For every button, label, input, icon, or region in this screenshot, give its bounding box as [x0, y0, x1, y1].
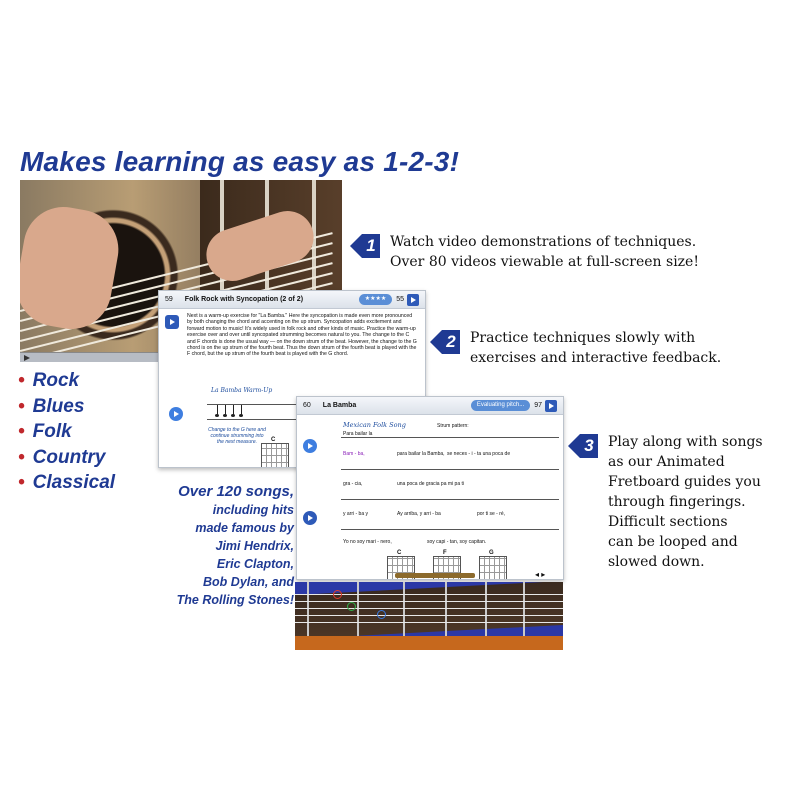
strum-note — [239, 405, 244, 417]
callout-text: Practice techniques slowly with exercise… — [470, 330, 722, 366]
genre-item: •Country — [18, 446, 106, 468]
string — [295, 622, 563, 623]
lyric-line: soy capi - tan, soy capitan. — [427, 539, 487, 545]
change-note: Change to the G here and continue strumm… — [208, 427, 266, 445]
strum-pattern-label: Strum pattern: — [437, 423, 469, 429]
chord-diagram — [261, 443, 289, 467]
lyric-line: Ay arriba, y arri - ba — [397, 511, 441, 517]
genre-item: •Classical — [18, 472, 116, 493]
bullet-icon: • — [18, 421, 25, 442]
callout-text: Play along with songs as our Animated Fr… — [608, 434, 763, 570]
song-page-card[interactable]: 60 La Bamba Evaluating pitch... 97 Mexic… — [296, 396, 564, 580]
staff-line — [341, 529, 559, 530]
prev-next-arrows-icon[interactable]: ◂ ▸ — [535, 570, 546, 579]
lyric-line: por ti se - ré, — [477, 511, 506, 517]
genre-list: •Rock •Blues •Folk •Country •Classical — [18, 368, 115, 496]
counter: 97 — [534, 402, 542, 409]
genre-item: •Folk — [18, 421, 72, 442]
page-number: 60 — [303, 402, 311, 409]
staff-line — [341, 469, 559, 470]
chord-diagram — [479, 556, 507, 579]
strum-note — [223, 405, 228, 417]
song-title: La Bamba — [322, 402, 357, 409]
callout-text: Watch video demonstrations of techniques… — [390, 234, 699, 270]
animated-fretboard — [295, 582, 563, 650]
arrow-icon — [430, 330, 442, 354]
fret-wire — [403, 582, 405, 642]
staff-line — [341, 437, 559, 438]
step-number-badge: 3 — [568, 434, 598, 458]
lyric-line: y arri - ba y — [343, 511, 369, 517]
callout-1: 1 Watch video demonstrations of techniqu… — [350, 232, 699, 272]
chord-name: G — [489, 550, 494, 556]
string — [295, 615, 563, 616]
strum-note — [231, 405, 236, 417]
string — [295, 594, 563, 595]
staff-line — [341, 499, 559, 500]
exercise-title: La Bamba Warm-Up — [211, 387, 273, 394]
step-number-badge: 2 — [430, 330, 460, 354]
step-number-badge: 1 — [350, 234, 380, 258]
lyric-line: para bailar la Bamba, — [397, 451, 445, 457]
bullet-icon: • — [18, 472, 25, 493]
lesson-title: Folk Rock with Syncopation (2 of 2) — [184, 296, 304, 303]
lesson-paragraph: Next is a warm-up exercise for "La Bamba… — [187, 313, 417, 358]
string — [295, 608, 563, 609]
video-icon[interactable] — [165, 315, 179, 329]
fret-wire — [445, 582, 447, 642]
lyric-line: gra - cia, — [343, 481, 363, 487]
page-number: 59 — [165, 296, 173, 303]
callout-2: 2 Practice techniques slowly with exerci… — [430, 328, 721, 368]
callout-3: 3 Play along with songs as our Animated … — [568, 432, 763, 572]
pitch-evaluation-badge[interactable]: Evaluating pitch... — [470, 400, 531, 411]
genre-item: •Blues — [18, 395, 85, 417]
finger-marker-icon — [333, 590, 342, 599]
play-button[interactable] — [303, 439, 317, 453]
fret-wire — [523, 582, 525, 642]
fret-wire — [357, 582, 359, 642]
fret-wire — [312, 180, 316, 362]
fret-wire — [485, 582, 487, 642]
chord-name: C — [397, 550, 402, 556]
song-subtitle: Mexican Folk Song — [343, 421, 406, 429]
finger-marker-icon — [347, 602, 356, 611]
chord-name: C — [271, 437, 276, 443]
lyric-line: Bam - ba, — [343, 451, 365, 457]
fret-wire — [307, 582, 309, 642]
lyric-line: una poca de gracia pa mi pa ti — [397, 481, 464, 487]
songs-note: Over 120 songs, including hits made famo… — [176, 483, 294, 607]
genre-item: •Rock — [18, 370, 80, 391]
headline: Makes learning as easy as 1-2-3! — [20, 146, 460, 177]
lyric-line: Yo no soy mari - nero, — [343, 539, 392, 545]
rating-stars[interactable]: ★★★★ — [358, 294, 393, 305]
arrow-icon — [568, 434, 580, 458]
song-toolbar: 60 La Bamba Evaluating pitch... 97 — [297, 397, 563, 415]
bullet-icon: • — [18, 395, 25, 417]
lyric-line: se neces - i - ta una poca de — [447, 451, 511, 457]
bullet-icon: • — [18, 370, 25, 391]
lyric-intro: Para bailar la — [343, 431, 373, 437]
strum-note — [215, 405, 220, 417]
finger-marker-icon — [377, 610, 386, 619]
counter: 55 — [396, 296, 404, 303]
progress-slider[interactable] — [395, 573, 475, 578]
string — [295, 601, 563, 602]
next-page-button[interactable] — [407, 293, 419, 306]
fretboard-base — [295, 636, 563, 650]
play-icon[interactable] — [24, 355, 30, 361]
bullet-icon: • — [18, 446, 25, 468]
next-page-button[interactable] — [545, 399, 557, 412]
chord-name: F — [443, 550, 447, 556]
loop-button[interactable] — [303, 511, 317, 525]
arrow-icon — [350, 234, 362, 258]
lesson-toolbar: 59 Folk Rock with Syncopation (2 of 2) ★… — [159, 291, 425, 309]
play-button[interactable] — [169, 407, 183, 421]
